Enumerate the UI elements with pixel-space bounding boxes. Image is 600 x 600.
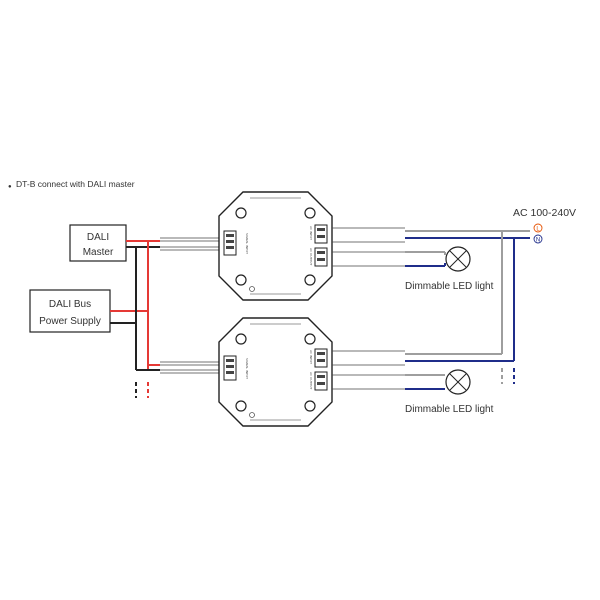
neutral-terminal-icon (533, 234, 543, 244)
led-indicator-icon (249, 412, 255, 418)
ac-output-terminal (314, 247, 328, 267)
live-terminal-label: L (536, 227, 540, 233)
lamp-2: Dimmable LED light (405, 369, 494, 415)
screw-icon (304, 274, 316, 286)
screw-icon (304, 400, 316, 412)
driver-1: SIGNAL INPUT AC INPUT AC OUTPUT (218, 191, 333, 301)
dali-cable-driver-1 (160, 237, 220, 251)
ac-input-terminal (314, 348, 328, 368)
ac-cable-driver-1 (332, 227, 405, 267)
ac-output-label: AC OUTPUT (309, 248, 313, 265)
dali-master-line1: DALI (87, 232, 109, 243)
signal-input-label: SIGNAL INPUT (245, 233, 249, 254)
ac-input-terminal (314, 224, 328, 244)
lamp-1: Dimmable LED light (405, 246, 494, 292)
lamp-1-label: Dimmable LED light (405, 281, 494, 292)
dali-psu-box: DALI Bus Power Supply (29, 289, 111, 333)
neutral-terminal-label: N (536, 238, 540, 244)
screw-icon (235, 274, 247, 286)
lamp-2-label: Dimmable LED light (405, 404, 494, 415)
dali-psu-line2: Power Supply (39, 316, 101, 327)
ac-voltage-label: AC 100-240V (513, 207, 576, 219)
dali-cable-driver-2 (160, 361, 220, 374)
header-title: DT-B connect with DALI master (16, 179, 135, 189)
header-bullet: ● (8, 184, 12, 190)
dali-master-box: DALI Master (69, 224, 127, 262)
ac-output-label: AC OUTPUT (309, 372, 313, 389)
ac-source: AC 100-240V L N (513, 207, 576, 244)
ac-output-terminal (314, 371, 328, 391)
ac-cable-driver-2 (332, 350, 405, 390)
led-indicator-icon (249, 286, 255, 292)
driver-2: SIGNAL INPUT AC INPUT AC OUTPUT (218, 317, 333, 427)
ac-input-label: AC INPUT (309, 350, 313, 364)
screw-icon (235, 400, 247, 412)
screw-icon (304, 207, 316, 219)
dali-psu-line1: DALI Bus (49, 299, 91, 310)
screw-icon (235, 333, 247, 345)
live-terminal-icon (533, 223, 543, 233)
dali-master-line2: Master (83, 247, 114, 258)
screw-icon (235, 207, 247, 219)
ac-mains-wires (405, 230, 530, 384)
signal-input-label: SIGNAL INPUT (245, 358, 249, 379)
dali-bus-wires (110, 240, 160, 398)
ac-input-label: AC INPUT (309, 226, 313, 240)
screw-icon (304, 333, 316, 345)
